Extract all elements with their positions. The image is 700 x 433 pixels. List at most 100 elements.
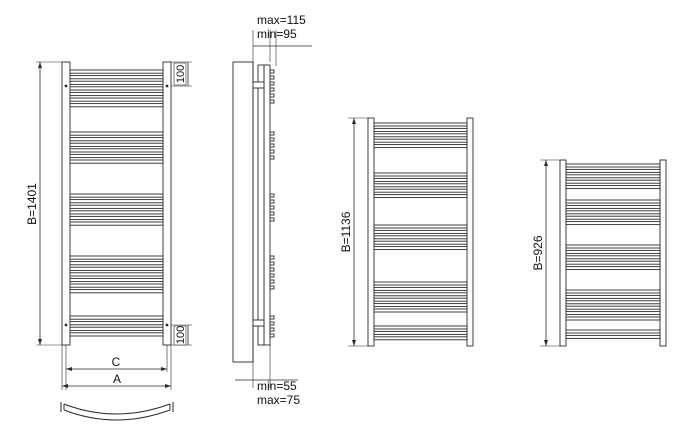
dimension-c: C bbox=[65, 345, 168, 390]
rail-nub bbox=[269, 315, 275, 320]
rail bbox=[565, 260, 661, 265]
rail bbox=[69, 204, 164, 209]
rail bbox=[373, 336, 468, 341]
rail bbox=[373, 177, 468, 182]
rail-nub bbox=[269, 211, 275, 216]
rail bbox=[69, 266, 164, 271]
dimension-top-depth: max=115 min=95 bbox=[252, 13, 312, 66]
rail-nub bbox=[269, 273, 275, 278]
rail bbox=[69, 332, 164, 337]
rail bbox=[373, 138, 468, 143]
label-b926: B=926 bbox=[531, 235, 545, 270]
rail bbox=[373, 235, 468, 240]
rail bbox=[69, 277, 164, 283]
label-b1401: B=1401 bbox=[25, 183, 39, 225]
mount-dot bbox=[64, 323, 68, 327]
rail bbox=[565, 168, 661, 173]
rail bbox=[69, 255, 164, 260]
mount-dot bbox=[165, 84, 169, 88]
rail-nub bbox=[269, 217, 275, 222]
rail bbox=[69, 75, 164, 80]
rail bbox=[565, 329, 661, 334]
dimension-b926: B=926 bbox=[531, 159, 560, 347]
rail bbox=[565, 334, 661, 339]
label-100-top: 100 bbox=[175, 65, 187, 83]
mid-right-profile bbox=[466, 117, 474, 347]
front-rails bbox=[69, 69, 164, 337]
rail bbox=[69, 137, 164, 142]
rail bbox=[373, 297, 468, 302]
wall-plate bbox=[232, 61, 254, 363]
side-view-radiator bbox=[232, 61, 275, 363]
rail bbox=[373, 330, 468, 335]
rail bbox=[565, 244, 661, 249]
rail-nub bbox=[269, 131, 275, 136]
rail bbox=[373, 286, 468, 291]
rail bbox=[373, 133, 468, 138]
rail bbox=[69, 210, 164, 215]
dimension-b1401: B=1401 bbox=[25, 61, 62, 346]
right-rails bbox=[565, 163, 661, 339]
rail bbox=[373, 224, 468, 229]
top-view-curve bbox=[60, 402, 174, 421]
rail bbox=[565, 316, 661, 321]
rail bbox=[373, 246, 468, 251]
rail bbox=[69, 199, 164, 204]
rail bbox=[565, 163, 661, 168]
rail bbox=[373, 325, 468, 330]
rail-nub bbox=[269, 321, 275, 326]
rail bbox=[565, 174, 661, 179]
mount-dot bbox=[64, 84, 68, 88]
rail bbox=[69, 261, 164, 266]
rail bbox=[565, 215, 661, 220]
rail bbox=[373, 172, 468, 177]
rail bbox=[373, 308, 468, 313]
rail-nub bbox=[269, 327, 275, 332]
rail bbox=[565, 255, 661, 260]
right-right-profile bbox=[659, 159, 667, 347]
rail bbox=[69, 193, 164, 198]
bracket-bottom bbox=[252, 319, 265, 327]
rail bbox=[373, 229, 468, 234]
rail-nub bbox=[269, 81, 275, 86]
rail bbox=[565, 311, 661, 316]
rail bbox=[565, 289, 661, 294]
rail-nub bbox=[269, 149, 275, 154]
rail bbox=[565, 210, 661, 215]
rail bbox=[69, 315, 164, 320]
label-100-bottom: 100 bbox=[175, 326, 187, 344]
rail bbox=[373, 281, 468, 286]
rail bbox=[69, 103, 164, 108]
label-min-55: min=55 bbox=[257, 379, 297, 393]
dimension-100-bottom: 100 bbox=[171, 324, 192, 346]
rail-nub bbox=[269, 255, 275, 260]
rail bbox=[69, 69, 164, 74]
rail bbox=[69, 321, 164, 326]
rail-nub bbox=[269, 87, 275, 92]
rail bbox=[373, 303, 468, 308]
rail bbox=[69, 272, 164, 277]
rail bbox=[69, 289, 164, 294]
rail bbox=[69, 221, 164, 226]
rail bbox=[69, 97, 164, 102]
rail bbox=[69, 80, 164, 85]
bracket-top bbox=[252, 81, 265, 89]
rail-nub bbox=[269, 99, 275, 104]
rail bbox=[373, 144, 468, 149]
left-profile bbox=[61, 61, 71, 346]
dimension-a: A bbox=[61, 345, 172, 390]
rail bbox=[565, 199, 661, 204]
rail bbox=[373, 240, 468, 245]
rail-nub bbox=[269, 69, 275, 74]
rail bbox=[565, 300, 661, 305]
rail bbox=[565, 185, 661, 190]
rail-nub bbox=[269, 267, 275, 272]
rail-nub bbox=[269, 199, 275, 204]
rail-nub bbox=[269, 261, 275, 266]
label-max-75: max=75 bbox=[257, 393, 300, 407]
rail bbox=[565, 179, 661, 184]
rail bbox=[565, 249, 661, 254]
mid-view-radiator bbox=[367, 117, 474, 347]
right-left-profile bbox=[559, 159, 567, 347]
